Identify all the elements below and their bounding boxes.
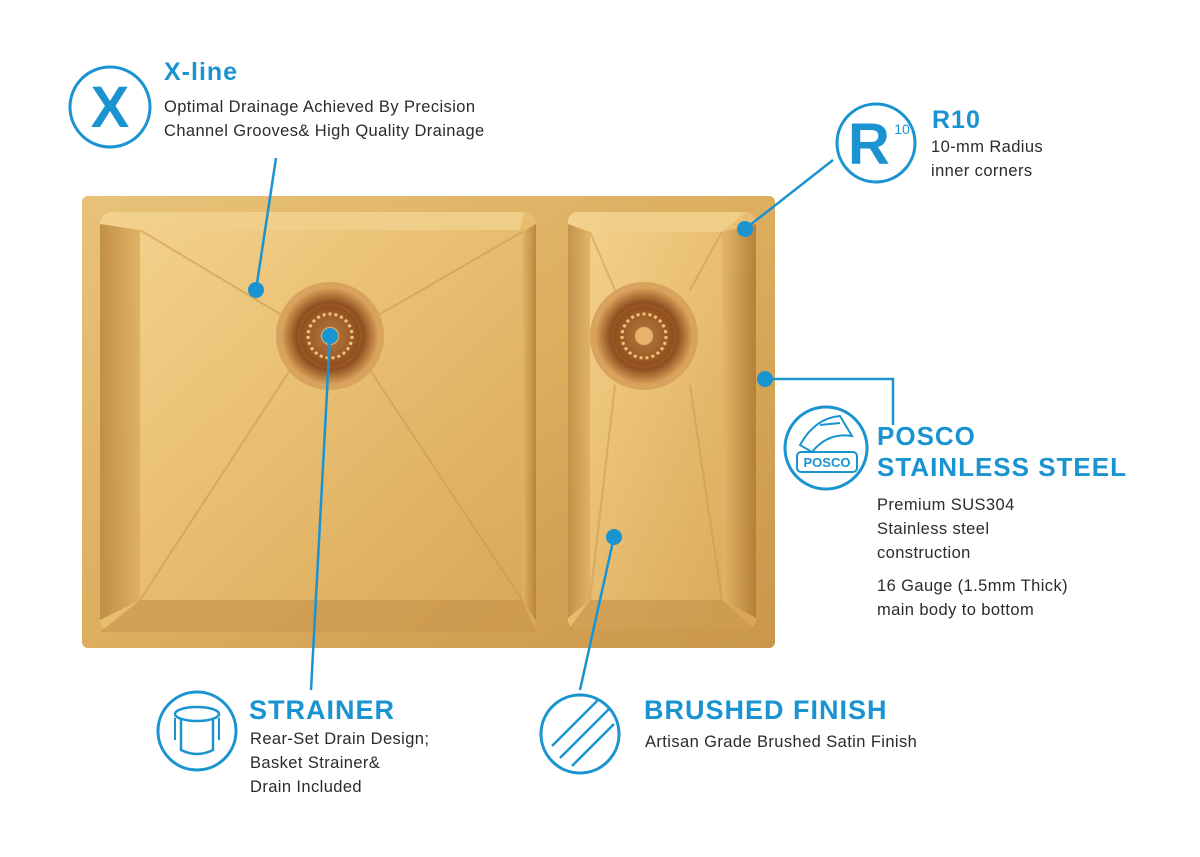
posco-desc-line: Stainless steel xyxy=(877,520,990,538)
small-drain xyxy=(590,282,698,390)
r10-desc-line: inner corners xyxy=(931,162,1033,180)
xline-desc-line: Channel Grooves& High Quality Drainage xyxy=(164,122,485,140)
strainer-icon xyxy=(156,690,238,772)
posco-desc-line: construction xyxy=(877,544,971,562)
r10-desc-line: 10-mm Radius xyxy=(931,138,1044,156)
large-bowl xyxy=(100,212,536,632)
brushed-desc-line: Artisan Grade Brushed Satin Finish xyxy=(645,733,918,751)
posco-title-line: STAINLESS STEEL xyxy=(877,452,1127,482)
r10-description: 10-mm Radius inner corners xyxy=(931,135,1043,183)
svg-text:POSCO: POSCO xyxy=(804,455,851,470)
xline-icon: X xyxy=(68,65,152,149)
callout-dots xyxy=(248,221,773,545)
posco-title: POSCO STAINLESS STEEL xyxy=(877,421,1127,483)
posco-title-line: POSCO xyxy=(877,421,976,451)
posco-gauge-description: 16 Gauge (1.5mm Thick) main body to bott… xyxy=(877,574,1068,622)
svg-text:X: X xyxy=(91,75,130,140)
posco-desc-line: Premium SUS304 xyxy=(877,496,1015,514)
brushed-finish-title: BRUSHED FINISH xyxy=(644,695,888,725)
posco-icon: POSCO xyxy=(783,405,869,491)
svg-text:R: R xyxy=(848,112,890,177)
posco-description: Premium SUS304 Stainless steel construct… xyxy=(877,493,1015,565)
strainer-desc-line: Rear-Set Drain Design; xyxy=(250,730,430,748)
xline-desc-line: Optimal Drainage Achieved By Precision xyxy=(164,98,476,116)
brushed-finish-icon xyxy=(539,693,621,775)
small-bowl xyxy=(568,212,756,630)
strainer-desc-line: Basket Strainer& xyxy=(250,754,381,772)
svg-text:10: 10 xyxy=(894,121,910,137)
r10-icon: R 10 xyxy=(835,102,917,184)
xline-title: X-line xyxy=(164,58,239,86)
strainer-title: STRAINER xyxy=(249,695,396,725)
r10-title: R10 xyxy=(932,106,981,134)
callout-lines xyxy=(254,157,895,691)
brushed-finish-description: Artisan Grade Brushed Satin Finish xyxy=(645,730,917,754)
xline-description: Optimal Drainage Achieved By Precision C… xyxy=(164,95,485,143)
posco-gauge-line: 16 Gauge (1.5mm Thick) xyxy=(877,577,1068,595)
strainer-desc-line: Drain Included xyxy=(250,778,362,796)
posco-gauge-line: main body to bottom xyxy=(877,601,1035,619)
strainer-description: Rear-Set Drain Design; Basket Strainer& … xyxy=(250,727,429,799)
